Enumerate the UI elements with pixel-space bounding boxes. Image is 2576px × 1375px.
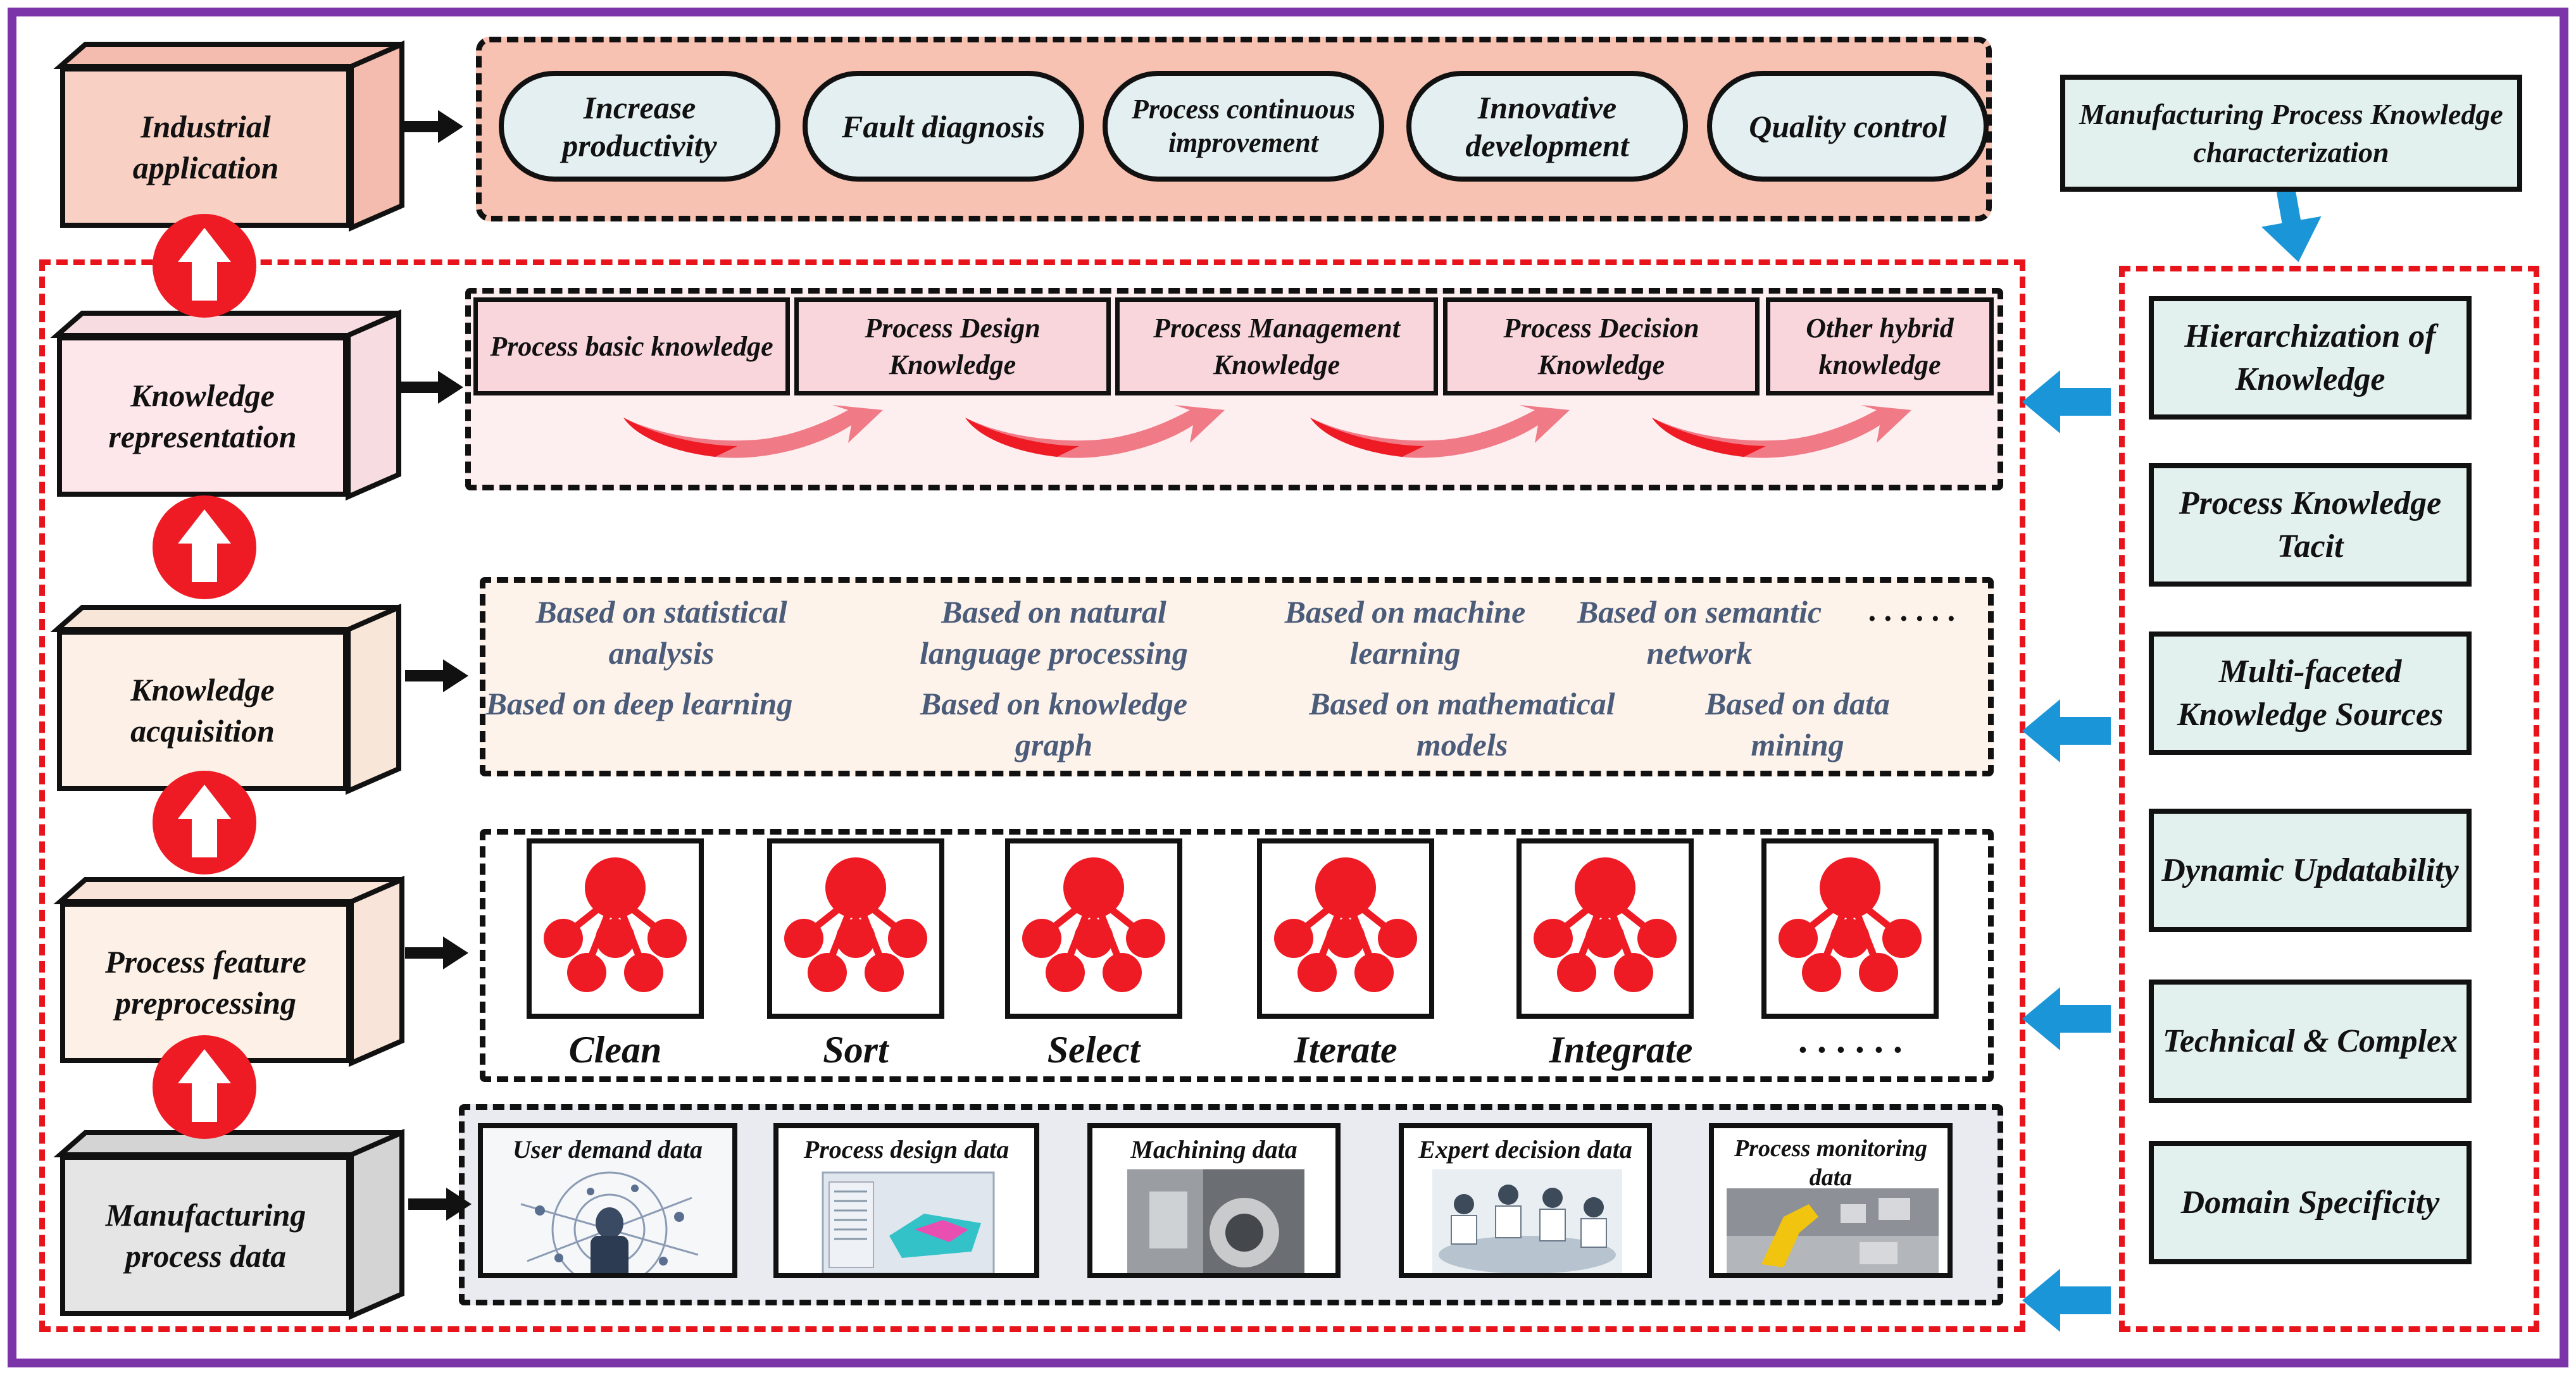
acq-ellipsis: · · · · · · (1868, 600, 1955, 636)
characterization-title: Manufacturing Process Knowledge characte… (2060, 75, 2522, 192)
repr-process-design-knowledge: Process Design Knowledge (794, 297, 1111, 395)
repr-process-management-knowledge: Process Management Knowledge (1115, 297, 1438, 395)
repr-other-hybrid-knowledge: Other hybrid knowledge (1766, 297, 1994, 395)
data-label: Process monitoring data (1734, 1135, 1928, 1191)
acq-knowledge-graph: Based on knowledge graph (920, 686, 1188, 762)
box-label: Knowledge acquisition (57, 630, 348, 791)
network-icon-box (1005, 838, 1182, 1019)
acq-machine-learning: Based on machine learning (1284, 594, 1526, 671)
data-process-monitoring: Process monitoring data (1709, 1123, 1953, 1278)
char-multi-faceted-knowledge-sources: Multi-faceted Knowledge Sources (2149, 632, 2472, 755)
characterization-region (2119, 266, 2539, 1332)
flow-swoosh-icons (623, 405, 1911, 458)
right-arrow-icon (400, 110, 463, 143)
preprocessing-panel (480, 829, 1994, 1082)
pill-increase-productivity: Increase productivity (499, 71, 780, 182)
box-label: Process feature preprocessing (60, 902, 351, 1063)
process-monitoring-photo (1714, 1128, 1948, 1273)
network-icon-box (1257, 838, 1434, 1019)
machining-photo (1092, 1128, 1335, 1273)
pill-fault-diagnosis: Fault diagnosis (803, 71, 1084, 182)
char-hierarchization-of-knowledge: Hierarchization of Knowledge (2149, 296, 2472, 420)
step-integrate: Integrate (1549, 1029, 1693, 1071)
network-icon-box (527, 838, 704, 1019)
user-demand-photo (483, 1128, 732, 1273)
right-arrow-icon (405, 936, 468, 969)
right-arrow-icon (405, 659, 468, 692)
step-sort: Sort (823, 1029, 889, 1071)
data-label: Expert decision data (1418, 1135, 1632, 1164)
pill-quality-control: Quality control (1707, 71, 1989, 182)
step-clean: Clean (568, 1029, 662, 1071)
acq-statistical-analysis: Based on statistical analysis (535, 594, 787, 671)
char-domain-specificity: Domain Specificity (2149, 1141, 2472, 1264)
box-label: Manufacturing process data (60, 1155, 351, 1316)
box-label: Knowledge representation (57, 335, 348, 497)
blue-left-arrow-icon (2022, 699, 2111, 762)
blue-left-arrow-icon (2022, 370, 2111, 433)
acq-deep-learning: Based on deep learning (485, 686, 793, 721)
step-ellipsis: · · · · · · (1798, 1029, 1903, 1071)
main-framework-region (39, 259, 2025, 1332)
acq-semantic-network: Based on semantic network (1577, 594, 1822, 671)
expert-decision-photo (1404, 1128, 1647, 1273)
acq-natural-language-processing: Based on natural language processing (920, 594, 1188, 671)
repr-process-basic-knowledge: Process basic knowledge (473, 297, 790, 395)
data-process-design: Process design data (773, 1123, 1039, 1278)
up-arrow-icon (153, 214, 256, 318)
up-arrow-icon (153, 495, 256, 599)
acq-mathematical-models: Based on mathematical models (1309, 686, 1615, 762)
box-label: Industrial application (60, 66, 351, 228)
right-arrow-icon (400, 371, 463, 404)
network-icon-box (767, 838, 944, 1019)
pill-innovative-development: Innovative development (1406, 71, 1688, 182)
data-user-demand: User demand data (478, 1123, 737, 1278)
data-label: User demand data (513, 1135, 703, 1164)
network-icon-box (1516, 838, 1694, 1019)
char-technical-complex: Technical & Complex (2149, 980, 2472, 1103)
step-select: Select (1047, 1029, 1141, 1071)
data-label: Process design data (803, 1135, 1010, 1164)
blue-left-arrow-icon (2022, 987, 2111, 1050)
char-dynamic-updatability: Dynamic Updatability (2149, 809, 2472, 932)
step-iterate: Iterate (1294, 1029, 1397, 1071)
blue-left-arrow-icon (2022, 1269, 2111, 1332)
repr-process-decision-knowledge: Process Decision Knowledge (1443, 297, 1760, 395)
up-arrow-icon (153, 1035, 256, 1139)
outer-frame (8, 8, 2568, 1367)
process-design-photo (778, 1128, 1034, 1273)
right-arrow-icon (408, 1188, 472, 1221)
pill-process-continuous-improvement: Process continuous improvement (1103, 71, 1384, 182)
up-arrow-icon (153, 771, 256, 874)
network-icon-box (1761, 838, 1939, 1019)
data-label: Machining data (1130, 1135, 1297, 1164)
data-expert-decision: Expert decision data (1399, 1123, 1652, 1278)
box-3d-sides (53, 875, 404, 1067)
char-process-knowledge-tacit: Process Knowledge Tacit (2149, 463, 2472, 587)
blue-down-arrow-icon (2261, 189, 2322, 263)
acq-data-mining: Based on data mining (1705, 686, 1890, 762)
knowledge-acquisition-panel (480, 577, 1994, 776)
data-machining: Machining data (1087, 1123, 1341, 1278)
